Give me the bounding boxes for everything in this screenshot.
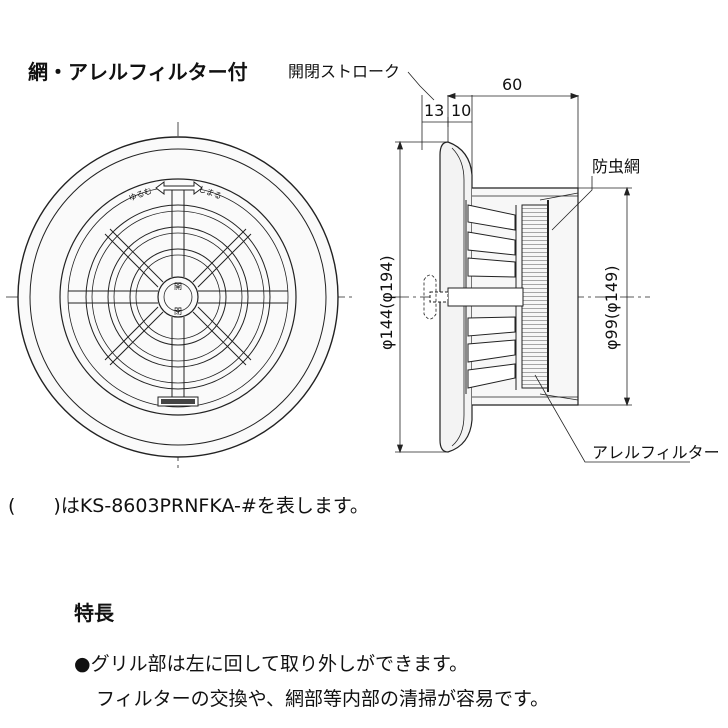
stroke-label: 開閉ストローク	[288, 62, 400, 81]
features-heading: 特長	[74, 601, 114, 625]
features-line-2: フィルターの交換や、網部等内部の清掃が容易です。	[96, 688, 550, 710]
inner-diameter-label: φ99(φ149)	[602, 266, 621, 351]
open-label: 開	[174, 282, 182, 291]
outer-diameter-label: φ144(φ194)	[377, 255, 396, 350]
dim-10: 10	[451, 101, 471, 120]
dim-60: 60	[502, 75, 522, 94]
front-view	[6, 122, 352, 470]
features-line-1: ●グリル部は左に回して取り外しができます。	[74, 653, 469, 675]
side-view	[395, 141, 650, 453]
rotation-arrow-icon	[155, 181, 203, 195]
insect-net-label: 防虫網	[592, 157, 640, 176]
title: 網・アレルフィルター付	[28, 60, 248, 84]
footnote: ( )はKS-8603PRNFKA-#を表します。	[8, 495, 369, 517]
close-label: 閉	[174, 307, 182, 316]
dim-13: 13	[424, 101, 444, 120]
allergen-filter-label: アレルフィルター	[592, 443, 720, 462]
dimension-lines	[395, 71, 690, 463]
